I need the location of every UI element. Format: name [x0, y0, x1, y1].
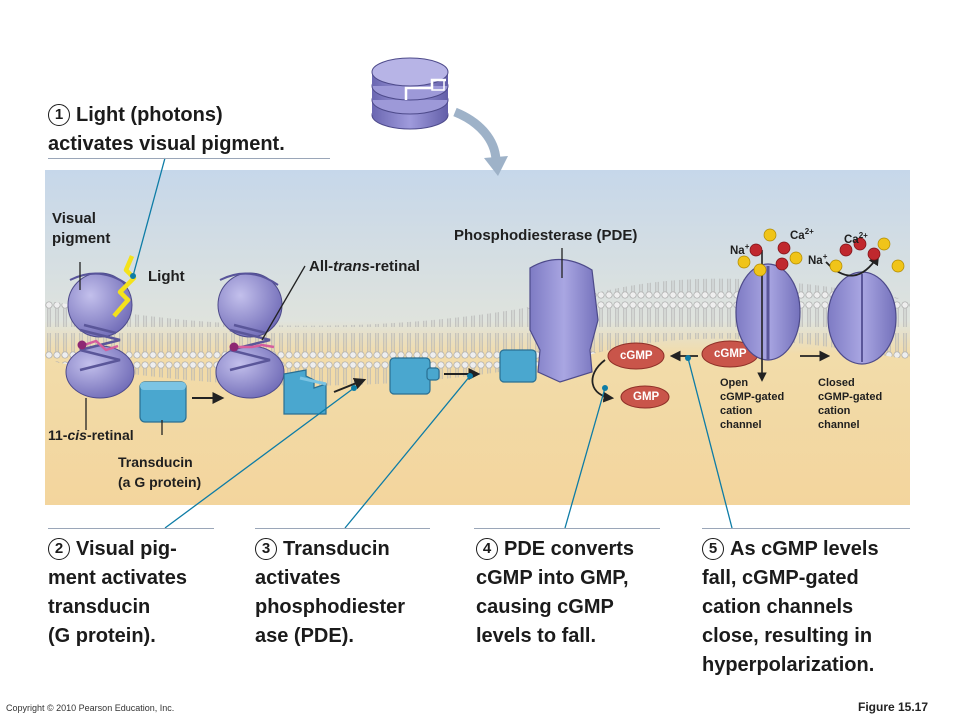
closed-channel-line-4: channel: [818, 419, 860, 431]
visual-pigment-2: [215, 272, 285, 399]
step-4-line-3: causing cGMP: [476, 596, 614, 618]
step-2-line-1: Visual pig-: [76, 538, 177, 560]
step-1-line-1: Light (photons): [76, 104, 223, 126]
na-sup-2: +: [822, 252, 828, 261]
transducin-label-line-1: Transducin: [118, 454, 193, 470]
step-5-line-1: As cGMP levels: [730, 538, 879, 560]
step-4-rule: [474, 528, 660, 529]
transducin-4: [499, 349, 537, 383]
step-4-text: 4 PDE converts cGMP into GMP, causing cGM…: [476, 535, 634, 651]
na-text-1: Na: [730, 244, 745, 257]
open-channel-line-2: cGMP-gated: [720, 391, 785, 403]
gmp-label: GMP: [633, 391, 660, 403]
pde-label: Phosphodiesterase (PDE): [454, 227, 638, 244]
na-sup-1: +: [744, 242, 750, 251]
cis-italic: cis: [67, 427, 87, 443]
step-3-number: 3: [255, 538, 277, 560]
all-trans-prefix: All-: [309, 258, 334, 275]
all-trans-retinal-label: All-trans-retinal: [309, 257, 420, 277]
cis-suffix: -retinal: [86, 427, 134, 443]
step-2-number: 2: [48, 538, 70, 560]
all-trans-italic: trans: [333, 258, 370, 275]
ca-label-2: Ca2+: [844, 229, 868, 247]
step-3-line-3: phosphodiester: [255, 596, 406, 618]
step-2-text: 2 Visual pig- ment activates transducin (…: [48, 535, 187, 651]
step-5-line-4: close, resulting in: [702, 625, 873, 647]
copyright: Copyright © 2010 Pearson Education, Inc.: [6, 703, 175, 713]
closed-channel: [827, 271, 897, 365]
step-1-text: 1 Light (photons) activates visual pigmen…: [48, 101, 285, 159]
step-1-rule: [48, 158, 330, 159]
cgmp-oval-1: [607, 342, 665, 370]
step-3-rule: [255, 528, 430, 529]
cis-prefix: 11-: [48, 427, 68, 443]
open-channel-line-1: Open: [720, 377, 749, 389]
pde-enzyme: [529, 258, 599, 383]
open-channel: [735, 263, 801, 361]
open-channel-line-4: channel: [720, 419, 762, 431]
transducin-label-line-2: (a G protein): [118, 474, 202, 490]
open-channel-line-3: cation: [720, 405, 753, 417]
transducin-1: [139, 381, 187, 423]
step-5-number: 5: [702, 538, 724, 560]
step-5-rule: [702, 528, 910, 529]
step-3-line-4: ase (PDE).: [255, 625, 354, 647]
transducin-2: [283, 369, 327, 415]
ca-text-1: Ca: [790, 229, 805, 242]
na-text-2: Na: [808, 254, 823, 267]
ions-open: [737, 228, 803, 277]
visual-pigment-label-line-1: Visual: [52, 210, 96, 227]
ca-label-1: Ca2+: [790, 225, 814, 243]
closed-channel-line-2: cGMP-gated: [818, 391, 883, 403]
figure-number: Figure 15.17: [858, 700, 929, 714]
step-3-text: 3 Transducin activates phosphodiester ase…: [255, 535, 405, 651]
step-4-number: 4: [476, 538, 498, 560]
visual-pigment-label-line-2: pigment: [52, 230, 111, 247]
step-4-line-2: cGMP into GMP,: [476, 567, 629, 589]
step-5-line-3: cation channels: [702, 596, 854, 618]
step-2-line-4: (G protein).: [48, 625, 156, 647]
ions-closed: [829, 237, 905, 273]
step-1-number: 1: [48, 104, 70, 126]
open-channel-label: Open cGMP-gated cation channel: [720, 376, 784, 432]
light-ray: [112, 255, 137, 318]
visual-pigment-1: [65, 272, 135, 399]
visual-pigment-label: Visual pigment: [52, 209, 110, 249]
na-label-1: Na+: [730, 240, 749, 258]
step-3-line-1: Transducin: [283, 538, 390, 560]
light-label: Light: [148, 268, 185, 285]
na-label-2: Na+: [808, 250, 827, 268]
closed-channel-line-1: Closed: [818, 377, 855, 389]
transducin-3: [389, 357, 440, 395]
all-trans-suffix: -retinal: [369, 258, 420, 275]
step-2-line-3: transducin: [48, 596, 151, 618]
leader-lines: [132, 157, 733, 529]
step-5-text: 5 As cGMP levels fall, cGMP-gated cation …: [702, 535, 879, 680]
cis-retinal-label: 11-cis-retinal: [48, 425, 134, 445]
ca-text-2: Ca: [844, 233, 859, 246]
step-5-line-2: fall, cGMP-gated: [702, 567, 859, 589]
step-1-line-2: activates visual pigment.: [48, 133, 285, 155]
step-4-line-1: PDE converts: [504, 538, 635, 560]
disc-stack: [371, 57, 449, 130]
transducin-label: Transducin (a G protein): [118, 452, 201, 492]
step-2-rule: [48, 528, 214, 529]
cgmp-label-2: cGMP: [714, 348, 747, 360]
step-4-line-4: levels to fall.: [476, 625, 597, 647]
gmp-oval: [620, 385, 670, 409]
cgmp-label-1: cGMP: [620, 350, 653, 362]
ca-sup-2: 2+: [858, 231, 868, 240]
ca-sup-1: 2+: [804, 227, 814, 236]
closed-channel-label: Closed cGMP-gated cation channel: [818, 376, 882, 432]
step-3-line-2: activates: [255, 567, 341, 589]
zoom-arrow: [453, 107, 501, 161]
step-5-line-5: hyperpolarization.: [702, 654, 875, 676]
closed-channel-line-3: cation: [818, 405, 851, 417]
step-2-line-2: ment activates: [48, 567, 187, 589]
